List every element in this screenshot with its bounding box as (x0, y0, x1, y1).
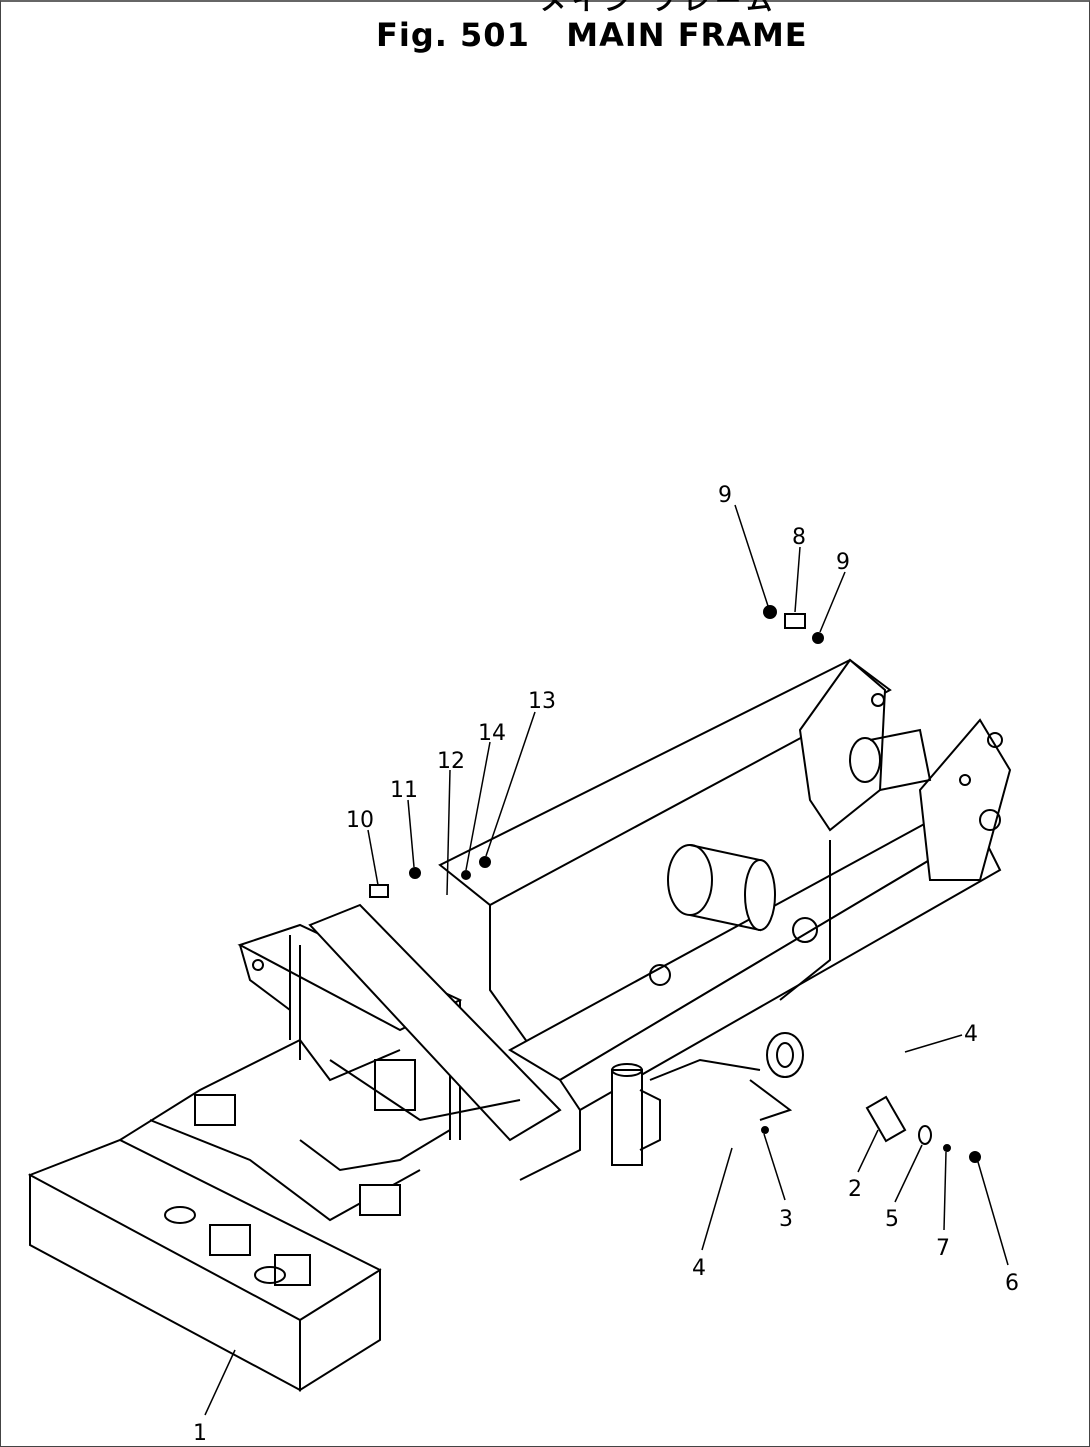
callout-4: 4 (964, 1022, 978, 1047)
callout-2: 2 (848, 1177, 862, 1202)
part-11 (409, 867, 421, 879)
leader-lines (204, 504, 1009, 1416)
callout-10: 10 (346, 808, 374, 833)
part-2-pin (865, 1095, 907, 1143)
callout-labels: 9 8 9 13 14 12 11 10 4 4 3 2 5 7 6 1 (193, 483, 1019, 1446)
callout-7: 7 (936, 1236, 950, 1261)
front-counterweight (28, 1138, 382, 1392)
part-13 (479, 856, 491, 868)
callout-3: 3 (779, 1207, 793, 1232)
callout-14: 14 (478, 721, 506, 746)
part-5-washer (918, 1125, 932, 1145)
part-14 (461, 870, 471, 880)
callout-9: 9 (836, 550, 850, 575)
rear-pivot (611, 1032, 804, 1166)
callout-12: 12 (437, 749, 465, 774)
side-rails (438, 658, 1012, 1181)
small-parts (369, 605, 981, 1163)
part-7 (943, 1144, 951, 1152)
part-3 (761, 1126, 769, 1134)
callout-5: 5 (885, 1207, 899, 1232)
callout-8: 8 (792, 525, 806, 550)
callout-6: 6 (1005, 1271, 1019, 1296)
cab-tower (237, 903, 562, 1142)
part-6-bolt (969, 1151, 981, 1163)
figure-title-japanese: メイン フレーム (540, 0, 779, 17)
part-9-washer (812, 632, 824, 644)
part-8-bushing (784, 613, 806, 629)
part-9-washer (763, 605, 777, 619)
callout-9: 9 (718, 483, 732, 508)
part-10 (369, 884, 389, 898)
callout-11: 11 (390, 778, 418, 803)
figure-title: Fig. 501 MAIN FRAME (376, 16, 808, 54)
callout-4: 4 (692, 1256, 706, 1281)
callout-1: 1 (193, 1421, 207, 1446)
callout-13: 13 (528, 689, 556, 714)
